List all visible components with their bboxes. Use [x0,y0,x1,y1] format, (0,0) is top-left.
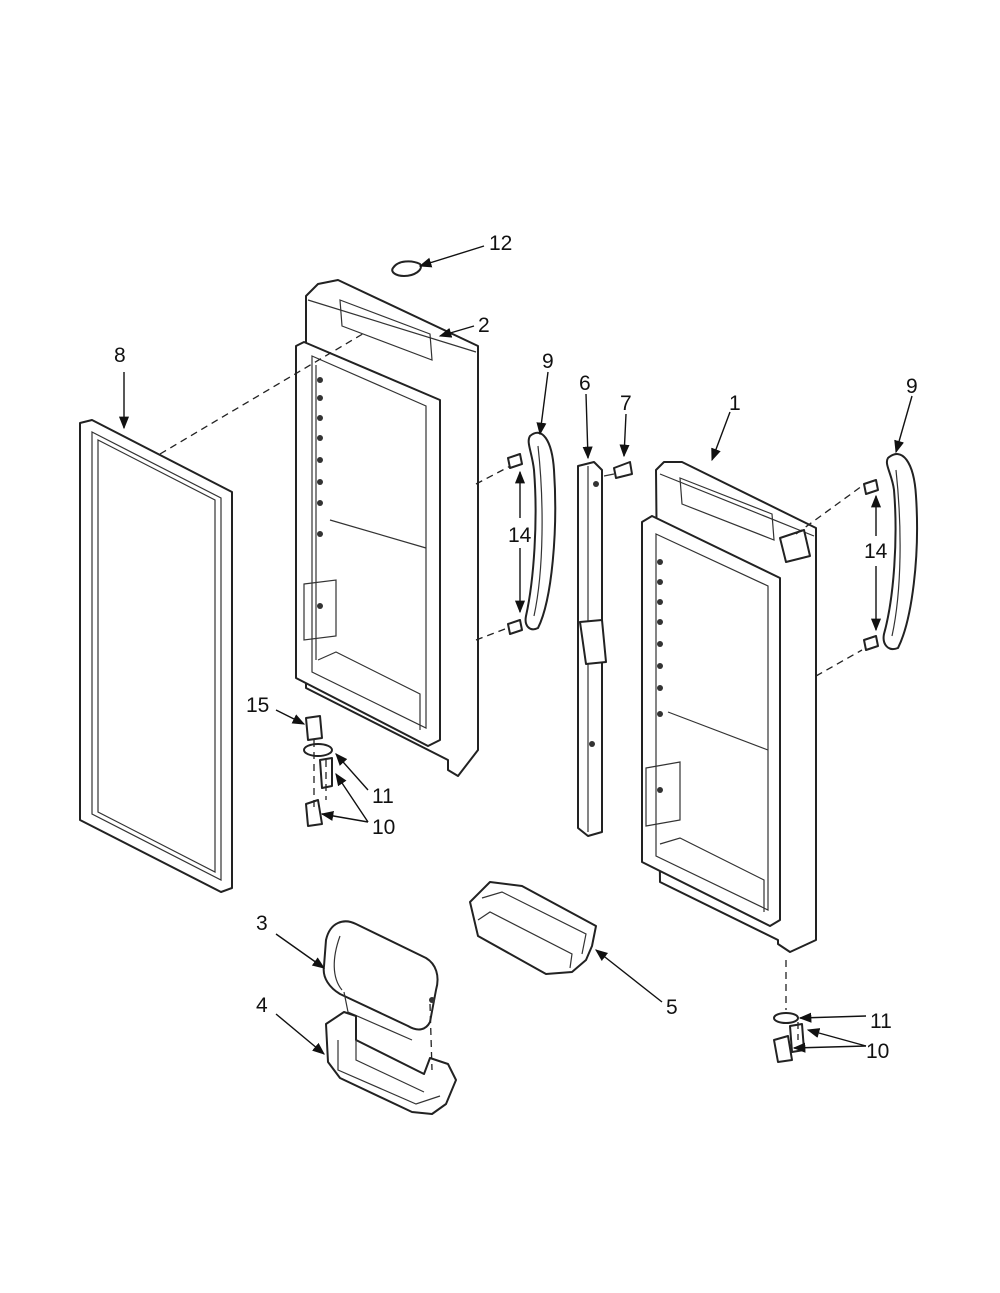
callout-8: 8 [114,344,126,367]
part-7-screw [603,461,633,479]
callout-9-left: 9 [542,350,554,373]
left-door-bin-clips [317,377,323,609]
part-2-left-door-liner [295,279,479,777]
callout-2: 2 [478,314,490,337]
part-5-door-bin [469,881,597,975]
callout-10-left: 10 [372,816,395,839]
part-4-bin [325,1011,457,1115]
callout-14-right: 14 [864,540,888,563]
part-12-cap [391,260,422,277]
callout-9-right: 9 [906,375,918,398]
right-door-bin-clips [657,559,663,793]
part-15-hinge-bushing [305,715,323,741]
callout-3: 3 [256,912,268,935]
callout-labels: 12 2 8 9 6 7 1 9 14 14 15 11 10 3 4 5 11… [114,232,918,1063]
callout-10-right: 10 [866,1040,889,1063]
callout-12: 12 [489,232,512,255]
callout-5: 5 [666,996,678,1019]
part-11-right-washer [773,1012,799,1024]
callout-11-right: 11 [870,1010,892,1033]
part-9-left-handle [524,431,557,631]
handle-screws [507,453,879,651]
callout-6: 6 [579,372,591,395]
callout-11-left: 11 [372,785,394,808]
part-9-right-handle [882,453,919,650]
part-10-left-screws [305,757,333,827]
part-8-door-gasket [79,419,233,893]
callout-7: 7 [620,392,632,415]
part-10-right-screws [773,1023,805,1063]
callout-15: 15 [246,694,269,717]
callout-4: 4 [256,994,268,1017]
part-1-right-door-liner [641,461,817,953]
leader-lines [118,245,913,1055]
callout-1: 1 [729,392,741,415]
callout-14-left: 14 [508,524,532,547]
part-11-left-washer [303,743,333,757]
part-6-hinge-bar [577,461,607,837]
